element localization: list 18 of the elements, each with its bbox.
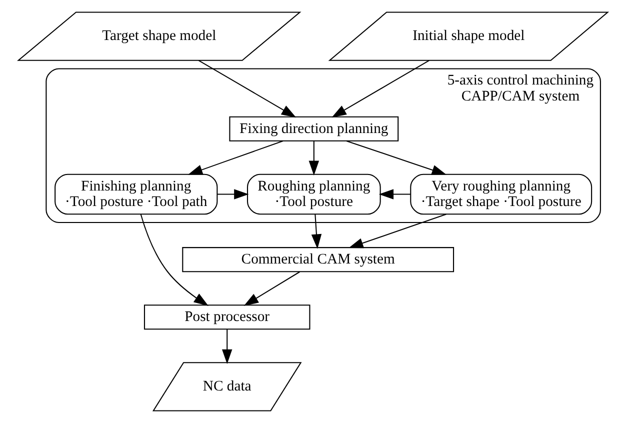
arrow — [243, 271, 300, 306]
arrow — [346, 140, 446, 175]
arrow — [187, 140, 283, 175]
arrow — [310, 214, 322, 249]
arrow — [308, 140, 319, 176]
arrow — [221, 329, 232, 364]
arrow — [140, 214, 208, 306]
node-box: Finishing planning ·Tool posture ·Tool path — [54, 174, 218, 215]
node-box: Fixing direction planning — [228, 116, 398, 142]
node-box: Post processor — [143, 304, 310, 330]
node-box: Roughing planning ·Tool posture — [246, 174, 380, 215]
node-box: Commercial CAM system — [182, 247, 454, 272]
arrow — [198, 60, 296, 118]
node-box: Very roughing planning ·Target shape ·Tool posture — [410, 174, 592, 215]
arrow — [216, 189, 248, 200]
arrow — [331, 60, 429, 118]
arrow — [348, 214, 446, 248]
arrow — [378, 189, 410, 200]
